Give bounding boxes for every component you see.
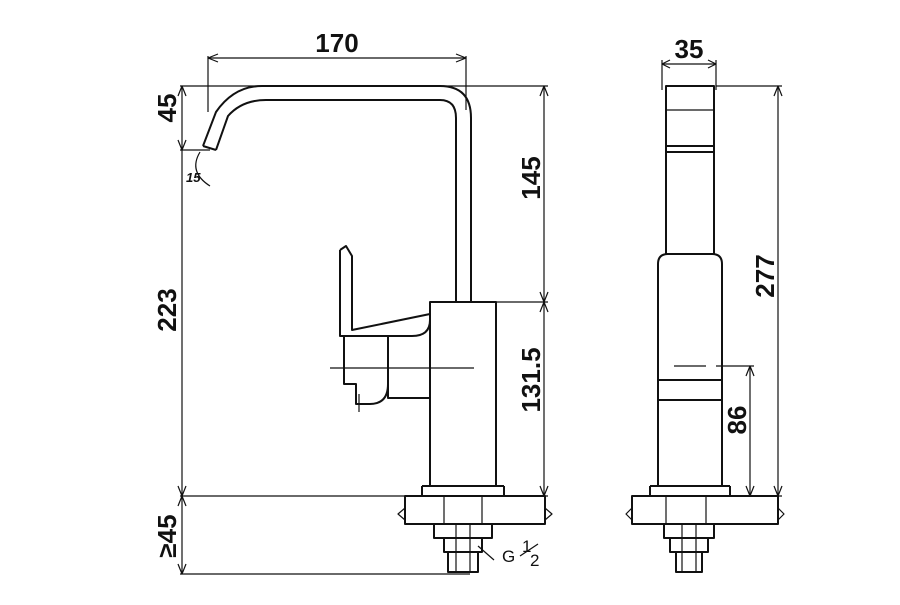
front-width-label: 170: [315, 28, 358, 58]
side-view: [625, 59, 785, 573]
side-spout: [665, 85, 715, 255]
side-width-label: 35: [675, 34, 704, 64]
side-total-height-label: 277: [750, 254, 780, 297]
front-spout-drop-label: 45: [152, 94, 182, 123]
front-body: [421, 301, 505, 496]
side-dimension-lines: [661, 59, 783, 497]
side-handle-height-label: 86: [722, 406, 752, 435]
side-body: [649, 253, 731, 496]
front-lever-handle: [330, 245, 474, 486]
front-view: [177, 53, 553, 575]
side-mounting: [625, 495, 785, 573]
front-spout-height-label: 145: [516, 156, 546, 199]
front-mounting: [397, 495, 553, 573]
front-thread-fraction-bar: [519, 543, 539, 557]
front-thread-fraction-num: 1: [522, 537, 531, 556]
front-spout: [202, 85, 472, 302]
front-total-height-label: 223: [152, 288, 182, 331]
front-base-depth-label: ≥45: [152, 514, 182, 557]
front-thread-fraction-den: 2: [530, 551, 539, 570]
front-lever-height-label: 131.5: [516, 347, 546, 412]
front-thread-label: G: [502, 547, 515, 566]
front-dimension-lines: [177, 53, 549, 575]
front-spout-angle-label: 15: [186, 170, 201, 185]
